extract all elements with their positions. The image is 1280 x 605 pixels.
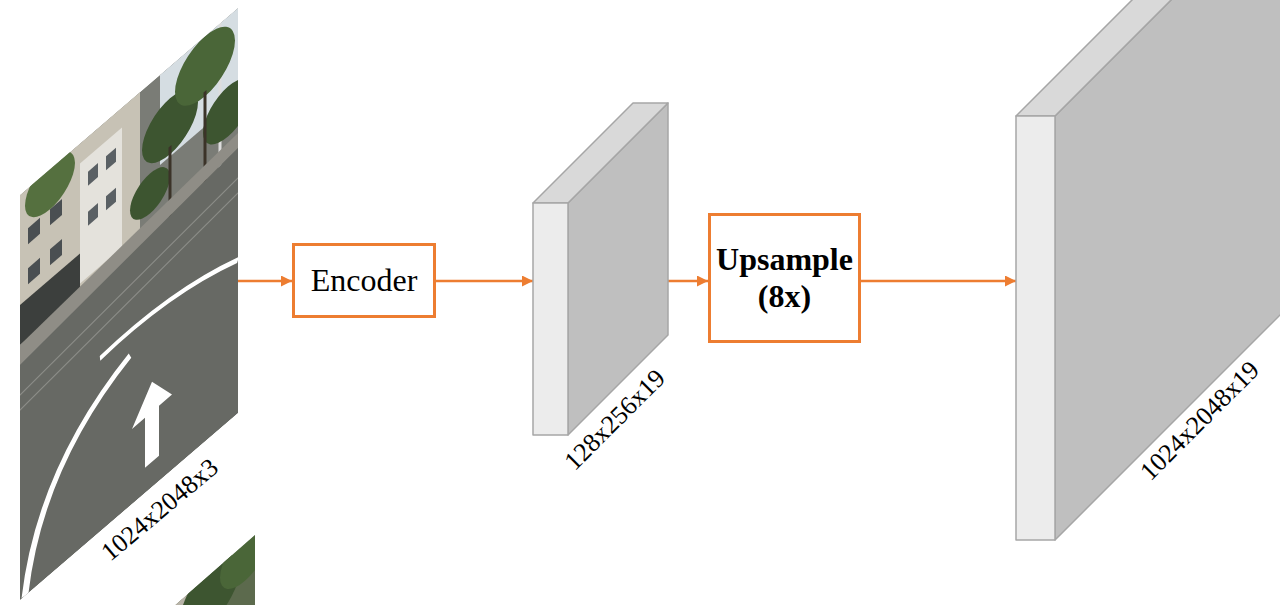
box-label: Encoder <box>311 262 418 299</box>
flow-arrow <box>436 280 533 283</box>
input-image: 1024x2048x3 <box>20 8 238 600</box>
process-box: Encoder <box>292 243 436 318</box>
flow-arrow <box>861 280 1016 283</box>
slab-top <box>533 103 668 203</box>
dimension-holder: 1024x2048x3 <box>96 453 225 568</box>
slab-front <box>533 203 568 435</box>
slab-top <box>1016 0 1280 116</box>
second-photo <box>150 509 270 605</box>
input-photo <box>20 0 253 600</box>
process-box: Upsample (8x) <box>708 213 861 343</box>
flow-arrow <box>238 280 292 283</box>
feature-map: 128x256x19 <box>533 98 650 435</box>
dimension-label: 1024x2048x3 <box>96 453 224 567</box>
feature-map: 1024x2048x19 <box>1016 0 1280 540</box>
slab-front <box>1016 116 1055 540</box>
box-label: Upsample (8x) <box>716 241 853 315</box>
